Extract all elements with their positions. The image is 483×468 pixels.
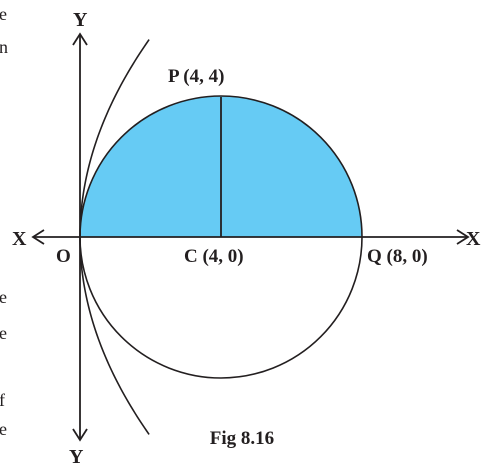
shaded-area xyxy=(80,96,362,237)
y-axis-top-arrow-icon xyxy=(72,32,88,46)
point-p-label: P (4, 4) xyxy=(168,66,224,87)
margin-text-fragment: n xyxy=(0,37,8,57)
margin-text-fragment: e xyxy=(0,323,7,343)
x-axis-right-label: X xyxy=(466,228,481,250)
x-axis-left-arrow-icon xyxy=(31,229,45,245)
margin-text-fragment: e xyxy=(0,419,7,439)
axes xyxy=(31,32,470,442)
point-c-label: C (4, 0) xyxy=(184,246,244,267)
point-o-label: O xyxy=(56,246,71,267)
point-q-label: Q (8, 0) xyxy=(367,246,428,267)
x-axis-right-arrow-icon xyxy=(456,229,470,245)
x-axis-left-label: X xyxy=(12,228,27,250)
y-axis-bottom-arrow-icon xyxy=(72,428,88,442)
margin-text-fragment: e xyxy=(0,287,7,307)
parabola-curve xyxy=(79,39,150,435)
y-axis-top-label: Y xyxy=(73,9,88,31)
y-axis-bottom-label: Y xyxy=(69,446,84,468)
margin-text-fragment: e xyxy=(0,4,7,24)
figure-caption: Fig 8.16 xyxy=(210,428,274,449)
shaded-region xyxy=(80,96,362,237)
margin-text-fragment: f xyxy=(0,390,5,410)
